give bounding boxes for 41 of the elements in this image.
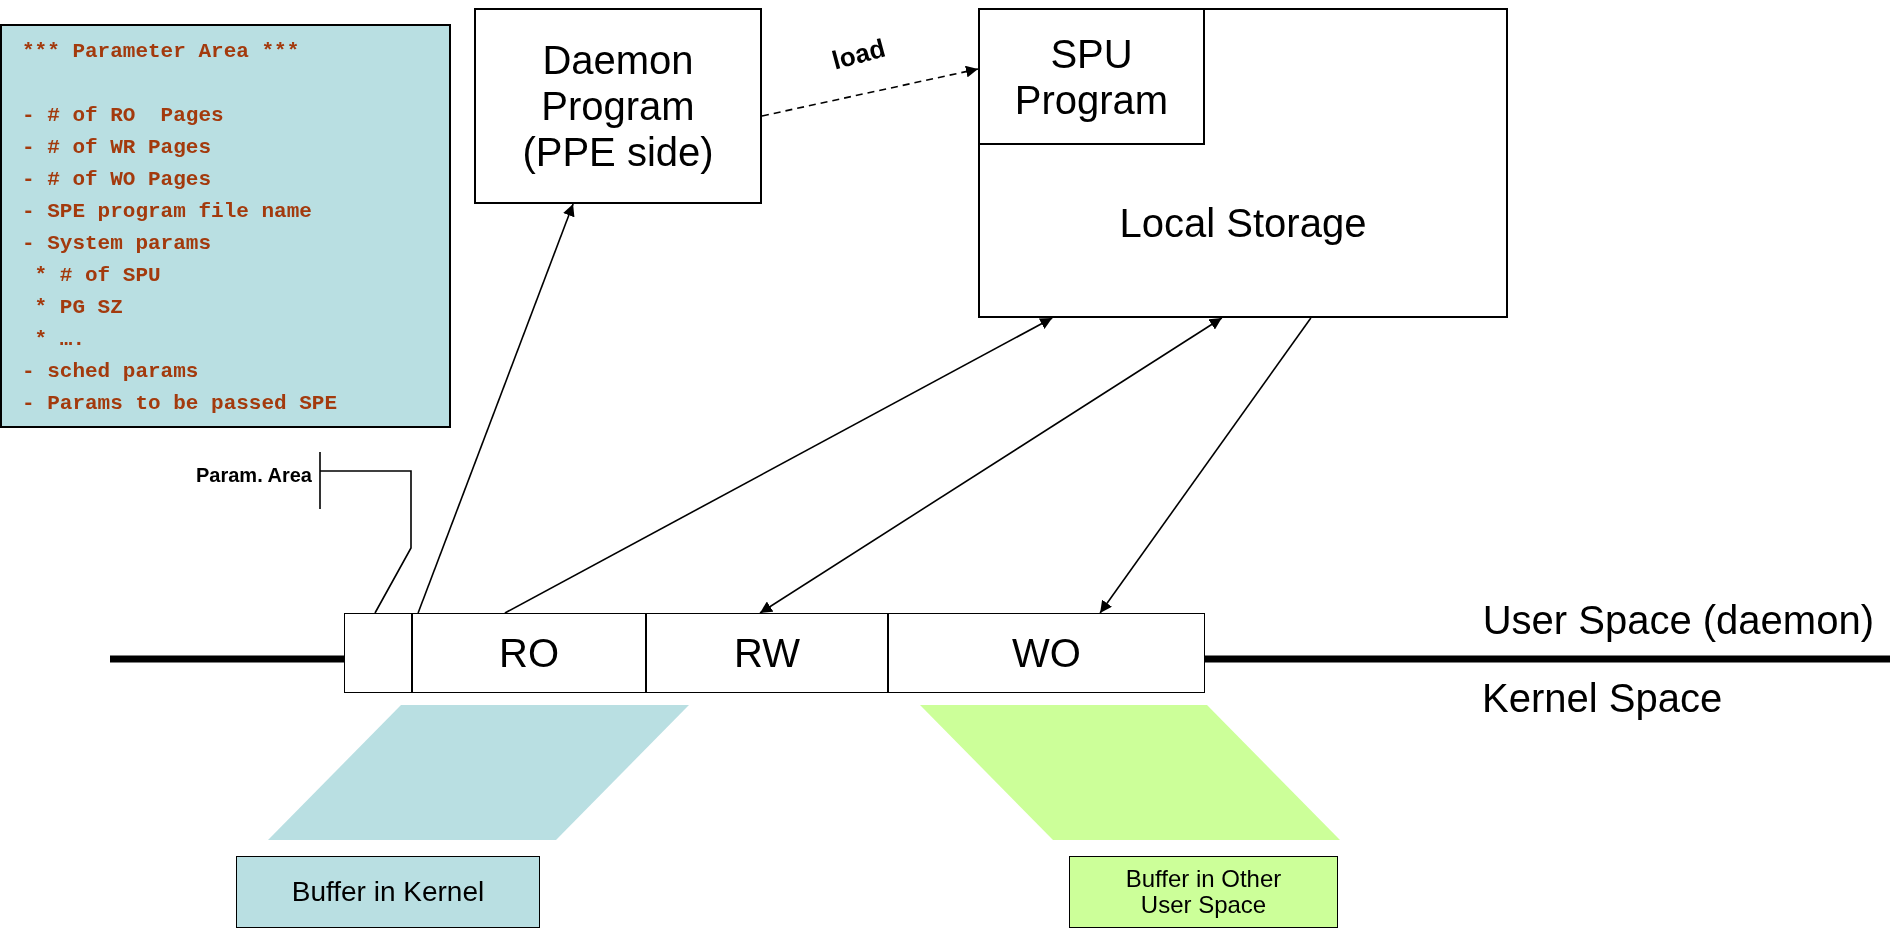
double-arrow xyxy=(759,317,1223,614)
arrow xyxy=(504,317,1053,614)
list-item: - SPE program file name xyxy=(22,199,312,225)
list-item: - # of WR Pages xyxy=(22,135,212,161)
node-label: Buffer in Other User Space xyxy=(1124,866,1283,918)
list-item: - System params xyxy=(22,231,212,257)
arrow xyxy=(417,203,575,614)
node-label: Daemon Program (PPE side) xyxy=(521,37,715,175)
list-item: * # of SPU xyxy=(33,263,161,289)
list-item: * PG SZ xyxy=(33,295,123,321)
buffer-mapping-shape xyxy=(268,705,689,840)
user-buffer-box xyxy=(1069,856,1338,928)
parameter-list-panel xyxy=(0,24,451,428)
buffer-cell xyxy=(888,613,1205,693)
node-label: Buffer in Kernel xyxy=(291,875,485,909)
region-label: User Space (daemon) xyxy=(1482,598,1874,643)
node-label: Local Storage xyxy=(1119,200,1367,246)
region-label: Kernel Space xyxy=(1482,676,1723,721)
panel-heading: *** Parameter Area *** xyxy=(22,39,300,65)
kernel-buffer-box xyxy=(236,856,540,928)
arrow xyxy=(1099,317,1312,614)
list-item: - # of WO Pages xyxy=(22,167,212,193)
buffer-cell xyxy=(646,613,888,693)
list-item: - sched params xyxy=(22,359,199,385)
list-item: - Params to be passed SPE xyxy=(22,391,338,417)
list-item: - # of RO Pages xyxy=(22,103,224,129)
buffer-cell xyxy=(412,613,646,693)
node-label: RO xyxy=(499,630,559,676)
node-label: Param. Area xyxy=(196,463,312,488)
edge-label: load xyxy=(828,32,889,77)
leader-line xyxy=(319,451,412,614)
local-storage-box xyxy=(978,8,1508,318)
arrow xyxy=(761,65,979,117)
node-label: SPU Program xyxy=(1013,30,1170,123)
buffer-cell xyxy=(344,613,412,693)
node-label: WO xyxy=(1012,630,1081,676)
list-item: * …. xyxy=(33,327,85,353)
node-label: RW xyxy=(734,630,800,676)
program-box xyxy=(978,8,1205,145)
program-box xyxy=(474,8,762,204)
buffer-mapping-shape xyxy=(920,705,1340,840)
